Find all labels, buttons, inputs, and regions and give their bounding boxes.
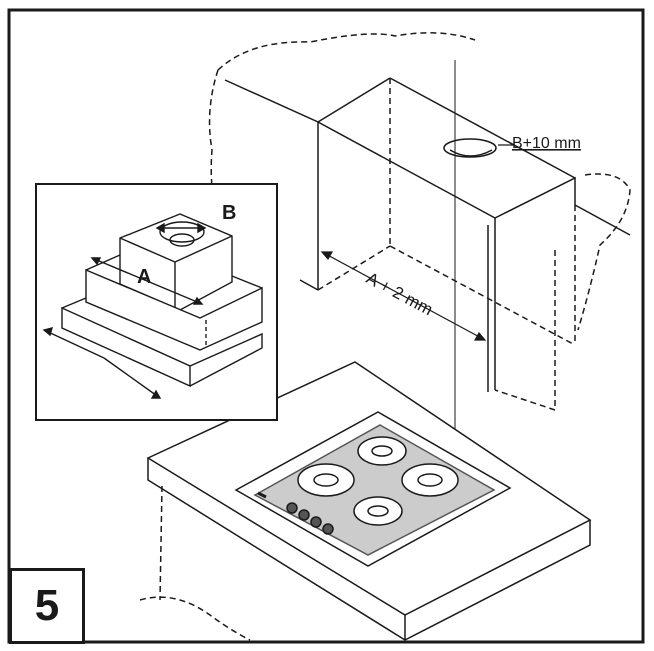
hood-width-label: A [137, 266, 151, 288]
step-badge: 5 [9, 568, 85, 644]
duct-hole-label: B+10 mm [512, 135, 581, 152]
cooktop [234, 411, 512, 567]
diagram-border [7, 8, 645, 644]
wall-cabinets [208, 32, 631, 440]
cutout-dimension [320, 144, 515, 341]
step-number: 5 [34, 581, 60, 630]
hood-inset: A B [35, 183, 278, 421]
duct-diameter-label: B [222, 202, 236, 224]
cutout-width-label: A + 2 mm [363, 269, 436, 320]
